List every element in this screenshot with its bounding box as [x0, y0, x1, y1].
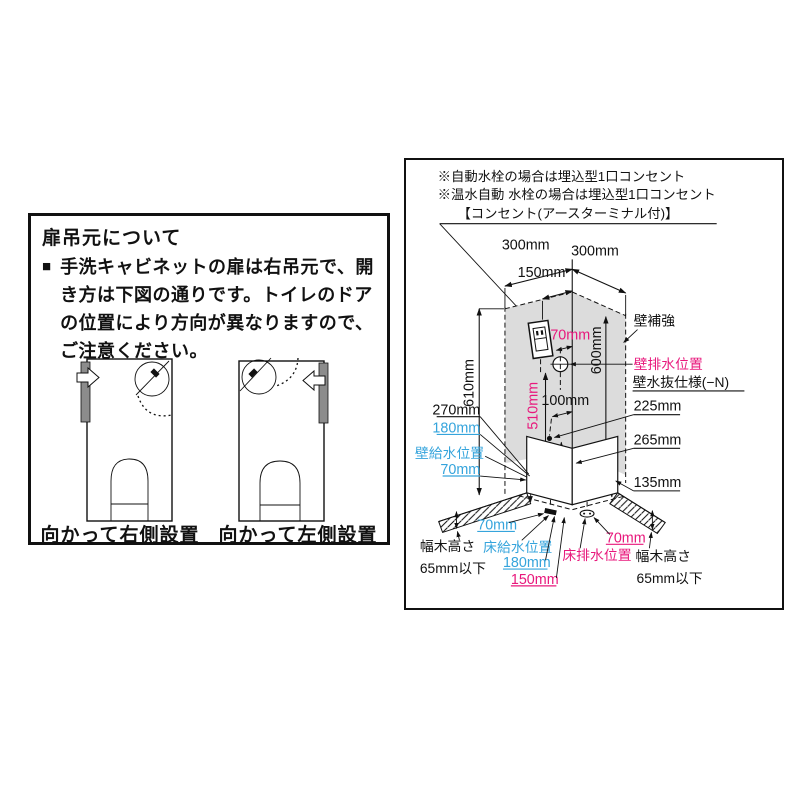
- right-side-labels: 壁補強 壁排水位置 壁水抜仕様(−N) 225mm 265mm 135mm: [553, 313, 745, 492]
- door-bar: [318, 362, 329, 424]
- label-skirting-left-2: 65mm以下: [420, 560, 486, 576]
- door-handle: [248, 368, 258, 378]
- door-handle: [150, 368, 160, 378]
- note-auto-faucet: ※自動水栓の場合は埋込型1口コンセント: [438, 169, 686, 184]
- toilet-shape: [110, 458, 149, 521]
- dim-610: 610mm: [461, 359, 477, 407]
- door-swing-arc: [275, 357, 299, 387]
- dim-265: 265mm: [634, 432, 682, 448]
- label-wall-drain-spec: 壁水抜仕様(−N): [633, 374, 730, 390]
- cabinet-door-circle: [241, 359, 277, 395]
- dim-100: 100mm: [541, 393, 589, 409]
- wall-drain-symbol: [550, 348, 571, 390]
- dim-180-floor: 180mm: [503, 555, 551, 571]
- floor-symbols: [518, 495, 626, 518]
- dim-150: 150mm: [518, 265, 566, 281]
- dim-70-floor-drain: 70mm: [606, 530, 646, 546]
- caption-right-side-install: 向かって右側設置: [40, 525, 200, 546]
- dim-270: 270mm: [432, 403, 480, 419]
- dim-300-left: 300mm: [502, 237, 550, 253]
- installation-dimensions-panel: ※自動水栓の場合は埋込型1口コンセント ※温水自動 水栓の場合は埋込型1口コンセ…: [404, 158, 784, 610]
- left-side-labels: 270mm 180mm 壁給水位置 70mm: [415, 403, 530, 482]
- wall-reference-point: [546, 435, 553, 441]
- label-skirting-right-2: 65mm以下: [637, 570, 703, 586]
- door-direction-arrow-icon: [302, 369, 326, 392]
- room-plan-right-install: [76, 358, 173, 522]
- toilet-shape: [259, 460, 301, 521]
- outlet-notes: ※自動水栓の場合は埋込型1口コンセント ※温水自動 水栓の場合は埋込型1口コンセ…: [438, 169, 717, 325]
- dim-600: 600mm: [589, 326, 605, 374]
- dim-300-right: 300mm: [571, 243, 619, 259]
- vertical-dimensions: 600mm 610mm 510mm: [461, 308, 615, 498]
- dim-70-wall-drain: 70mm: [550, 327, 590, 343]
- door-direction-arrow-icon: [76, 366, 100, 389]
- label-wall-reinforcement: 壁補強: [634, 313, 676, 329]
- note-warm-water-faucet: ※温水自動 水栓の場合は埋込型1口コンセント: [438, 187, 716, 202]
- dim-70-floor-supply: 70mm: [477, 517, 517, 533]
- dim-135: 135mm: [634, 475, 682, 491]
- label-skirting-left-1: 幅木高さ: [420, 538, 475, 554]
- door-swing-arc: [137, 395, 173, 417]
- diagram-captions: 向かって右側設置 向かって左側設置: [31, 520, 387, 547]
- cabinet-base: [526, 435, 619, 506]
- label-floor-supply-position: 床給水位置: [483, 539, 552, 555]
- dim-510: 510mm: [526, 382, 542, 430]
- cabinet-door-circle: [134, 361, 170, 397]
- floor-supply-symbol: [544, 507, 557, 516]
- left-panel-title: 扉吊元について: [42, 228, 182, 249]
- note-outlet-earth-terminal: 【コンセント(アースターミナル付)】: [457, 206, 678, 221]
- bullet-square-icon: ■: [42, 258, 52, 275]
- dim-70-wall-supply: 70mm: [440, 462, 480, 478]
- top-dimensions: 300mm 300mm 150mm: [502, 237, 627, 320]
- dim-150-floor: 150mm: [511, 572, 559, 588]
- door-hinge-panel: 扉吊元について ■ 手洗キャビネットの扉は右吊元で、開 き方は下図の通りです。ト…: [28, 213, 390, 547]
- left-panel-body-text: 手洗キャビネットの扉は右吊元で、開 き方は下図の通りです。トイレのドア の位置に…: [60, 257, 374, 361]
- label-wall-supply-position: 壁給水位置: [415, 445, 484, 461]
- door-bar: [80, 361, 91, 423]
- bottom-labels: 70mm 床給水位置 180mm 150mm 床排水位置 70mm: [477, 512, 646, 588]
- floor-drain-symbol: [579, 509, 595, 518]
- installation-diagram: ※自動水栓の場合は埋込型1口コンセント ※温水自動 水栓の場合は埋込型1口コンセ…: [415, 169, 745, 588]
- outlet-symbol: [527, 319, 554, 360]
- caption-left-side-install: 向かって左側設置: [218, 525, 378, 546]
- left-panel-paragraph: ■ 手洗キャビネットの扉は右吊元で、開 き方は下図の通りです。トイレのドア の位…: [42, 253, 381, 365]
- room-plan-left-install: [238, 357, 329, 522]
- skirting-height-labels: 幅木高さ 65mm以下 幅木高さ 65mm以下: [420, 530, 703, 586]
- label-wall-drain-position: 壁排水位置: [634, 356, 703, 372]
- dim-225: 225mm: [634, 399, 682, 415]
- dim-180-wall: 180mm: [432, 420, 480, 436]
- skirting-walls: [438, 492, 666, 535]
- label-skirting-right-1: 幅木高さ: [636, 548, 691, 564]
- label-floor-drain-position: 床排水位置: [562, 547, 631, 563]
- door-swing-diagrams: [76, 357, 329, 522]
